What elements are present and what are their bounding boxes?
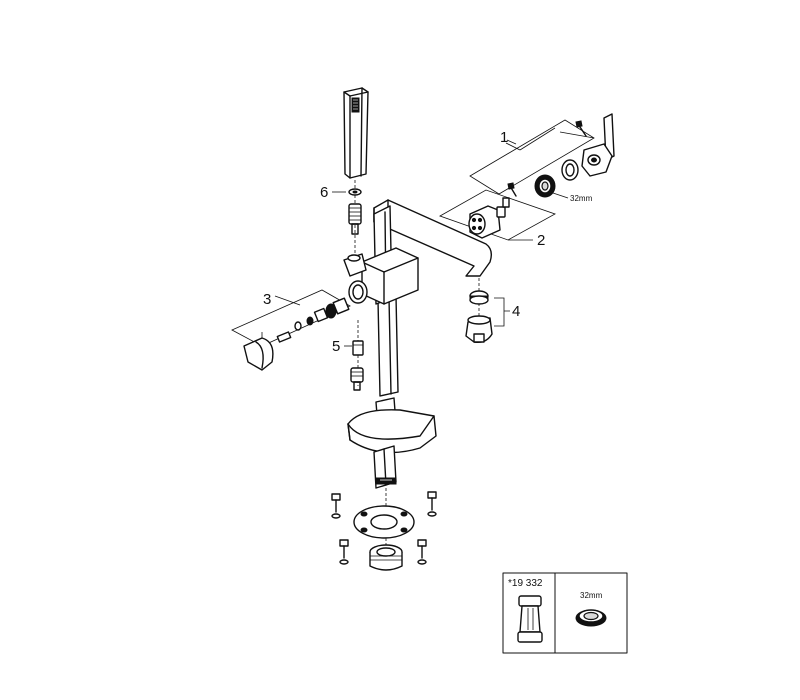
diverter-spindle [313, 297, 350, 323]
faucet-body [343, 199, 493, 397]
anchor-screw [417, 539, 427, 565]
cartridge-screw [507, 182, 517, 197]
mounting-flange [353, 505, 415, 539]
callout-5: 5 [332, 338, 340, 355]
aerator-housing [465, 315, 493, 344]
cartridge-nut [534, 174, 556, 198]
handle-screw [575, 120, 587, 137]
washer [331, 513, 341, 519]
callout-6: 6 [320, 184, 328, 201]
mounting-screw [427, 491, 437, 511]
connector-nipple [352, 340, 364, 356]
hose-connector [350, 367, 364, 391]
cartridge [468, 197, 510, 239]
threaded-nut [369, 544, 403, 571]
nut-32mm [575, 609, 607, 627]
hand-shower-nozzles [351, 97, 360, 113]
diverter-screw [276, 331, 292, 343]
size-label-main: 32mm [570, 194, 593, 203]
callout-4: 4 [512, 303, 520, 320]
callout-1: 1 [500, 129, 508, 146]
inset-part-number: *19 332 [508, 578, 543, 589]
diverter-knob [243, 337, 274, 371]
diverter-washer [294, 321, 302, 331]
base-plate [347, 409, 437, 454]
hand-shower [343, 87, 369, 179]
hose-washer [348, 188, 362, 196]
diverter-oring [306, 316, 314, 326]
base-riser [373, 445, 397, 489]
inset-size-label: 32mm [580, 591, 603, 600]
size-label-leader [552, 192, 569, 199]
callout-3: 3 [263, 291, 271, 308]
hose-nut [348, 203, 362, 235]
part-1-group [469, 119, 595, 195]
aerator-insert [469, 290, 489, 305]
handle-adapter-ring [561, 159, 579, 181]
washer [427, 511, 437, 517]
mounting-screw [331, 493, 341, 513]
accessory-inset: *19 332 32mm [502, 572, 628, 654]
callout-2: 2 [537, 232, 545, 249]
lever-handle [581, 113, 615, 177]
callout-4-bracket [494, 297, 510, 327]
anchor-screw [339, 539, 349, 565]
cartridge-tool [517, 595, 543, 643]
callout-1-leader [506, 139, 517, 145]
